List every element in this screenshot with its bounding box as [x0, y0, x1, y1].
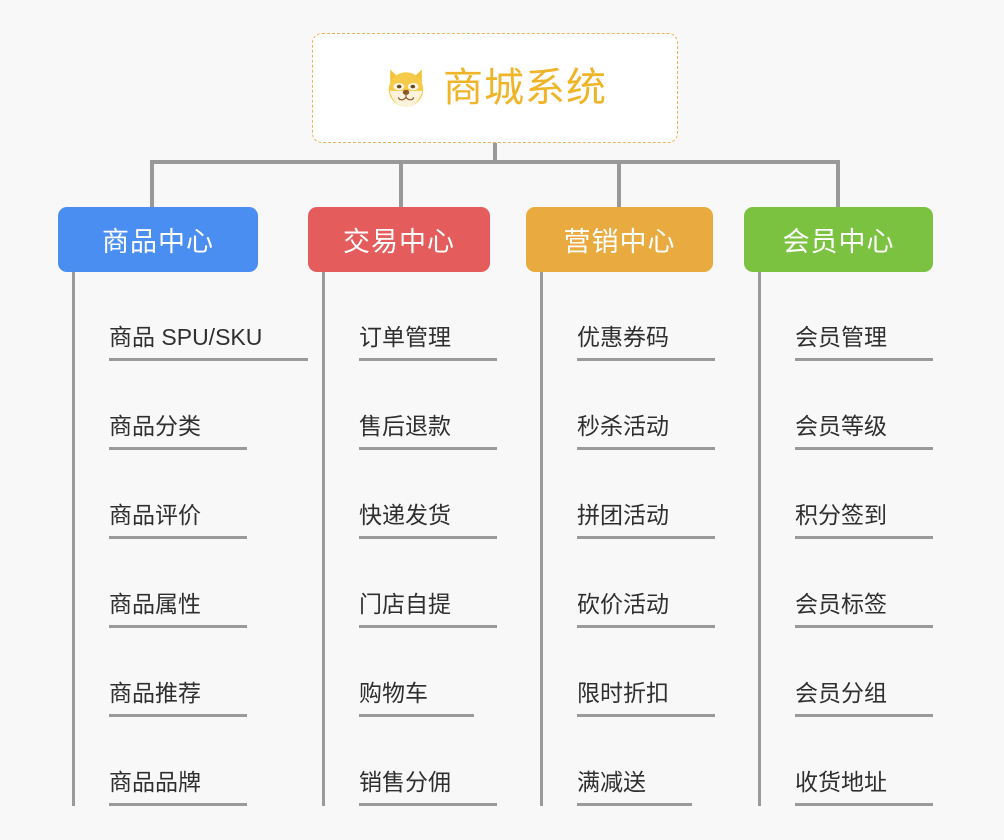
leaf-label: 商品属性 [109, 591, 247, 628]
leaf-label: 会员标签 [795, 591, 933, 628]
leaf-label: 优惠券码 [577, 324, 715, 361]
leaf-list-2: 订单管理 售后退款 快递发货 门店自提 购物车 销售分佣 [322, 272, 497, 806]
leaf-item[interactable]: 销售分佣 [325, 717, 497, 806]
leaf-item[interactable]: 商品评价 [75, 450, 258, 539]
branch-column-2: 交易中心 订单管理 售后退款 快递发货 门店自提 购物车 销售分佣 [308, 207, 497, 806]
leaf-item[interactable]: 商品推荐 [75, 628, 258, 717]
leaf-item[interactable]: 快递发货 [325, 450, 497, 539]
category-header-2[interactable]: 交易中心 [308, 207, 490, 272]
leaf-label: 商品品牌 [109, 769, 247, 806]
category-header-3-label: 营销中心 [563, 227, 676, 257]
leaf-item[interactable]: 售后退款 [325, 361, 497, 450]
leaf-item[interactable]: 砍价活动 [543, 539, 715, 628]
leaf-list-3: 优惠券码 秒杀活动 拼团活动 砍价活动 限时折扣 满减送 [540, 272, 715, 806]
root-title: 商城系统 [443, 66, 607, 110]
leaf-label: 商品评价 [109, 502, 247, 539]
connector-drop-1 [150, 160, 154, 207]
branch-column-3: 营销中心 优惠券码 秒杀活动 拼团活动 砍价活动 限时折扣 满减送 [526, 207, 715, 806]
category-header-2-label: 交易中心 [343, 227, 455, 257]
category-header-4[interactable]: 会员中心 [744, 207, 933, 272]
leaf-item[interactable]: 会员等级 [761, 361, 933, 450]
leaf-item[interactable]: 拼团活动 [543, 450, 715, 539]
branch-column-4: 会员中心 会员管理 会员等级 积分签到 会员标签 会员分组 收货地址 [744, 207, 933, 806]
leaf-label: 订单管理 [359, 324, 497, 361]
leaf-label: 商品 SPU/SKU [109, 324, 309, 361]
leaf-label: 秒杀活动 [577, 413, 715, 450]
leaf-item[interactable]: 门店自提 [325, 539, 497, 628]
leaf-label: 拼团活动 [577, 502, 715, 539]
connector-drop-4 [836, 160, 840, 207]
leaf-label: 满减送 [577, 769, 692, 806]
leaf-item[interactable]: 限时折扣 [543, 628, 715, 717]
leaf-list-1: 商品 SPU/SKU 商品分类 商品评价 商品属性 商品推荐 商品品牌 [72, 272, 309, 806]
leaf-item[interactable]: 满减送 [543, 717, 713, 806]
leaf-label: 会员管理 [795, 324, 933, 361]
leaf-label: 会员分组 [795, 680, 933, 717]
root-node[interactable]: 商城系统 [312, 33, 678, 143]
category-header-1-label: 商品中心 [102, 227, 214, 257]
leaf-item[interactable]: 优惠券码 [543, 272, 715, 361]
leaf-item[interactable]: 收货地址 [761, 717, 933, 806]
branch-column-1: 商品中心 商品 SPU/SKU 商品分类 商品评价 商品属性 商品推荐 商品品牌 [58, 207, 309, 806]
leaf-item[interactable]: 会员标签 [761, 539, 933, 628]
leaf-item[interactable]: 会员管理 [761, 272, 933, 361]
leaf-label: 购物车 [359, 680, 474, 717]
leaf-label: 积分签到 [795, 502, 933, 539]
leaf-item[interactable]: 秒杀活动 [543, 361, 715, 450]
leaf-label: 门店自提 [359, 591, 497, 628]
connector-root-stem [493, 143, 497, 164]
connector-drop-2 [399, 160, 403, 207]
leaf-label: 限时折扣 [577, 680, 715, 717]
leaf-label: 销售分佣 [359, 769, 497, 806]
leaf-item[interactable]: 商品属性 [75, 539, 258, 628]
leaf-item[interactable]: 商品 SPU/SKU [75, 272, 309, 361]
leaf-label: 商品分类 [109, 413, 247, 450]
connector-drop-3 [617, 160, 621, 207]
leaf-item[interactable]: 订单管理 [325, 272, 497, 361]
leaf-item[interactable]: 购物车 [325, 628, 490, 717]
leaf-label: 售后退款 [359, 413, 497, 450]
leaf-label: 会员等级 [795, 413, 933, 450]
leaf-item[interactable]: 商品分类 [75, 361, 258, 450]
leaf-label: 砍价活动 [577, 591, 715, 628]
shiba-dog-icon [388, 69, 424, 109]
leaf-label: 收货地址 [795, 769, 933, 806]
leaf-item[interactable]: 会员分组 [761, 628, 933, 717]
leaf-label: 快递发货 [359, 502, 497, 539]
connector-horizontal-bus [150, 160, 838, 164]
leaf-item[interactable]: 商品品牌 [75, 717, 258, 806]
category-header-1[interactable]: 商品中心 [58, 207, 258, 272]
leaf-list-4: 会员管理 会员等级 积分签到 会员标签 会员分组 收货地址 [758, 272, 933, 806]
category-header-3[interactable]: 营销中心 [526, 207, 713, 272]
leaf-item[interactable]: 积分签到 [761, 450, 933, 539]
leaf-label: 商品推荐 [109, 680, 247, 717]
category-header-4-label: 会员中心 [782, 227, 895, 257]
